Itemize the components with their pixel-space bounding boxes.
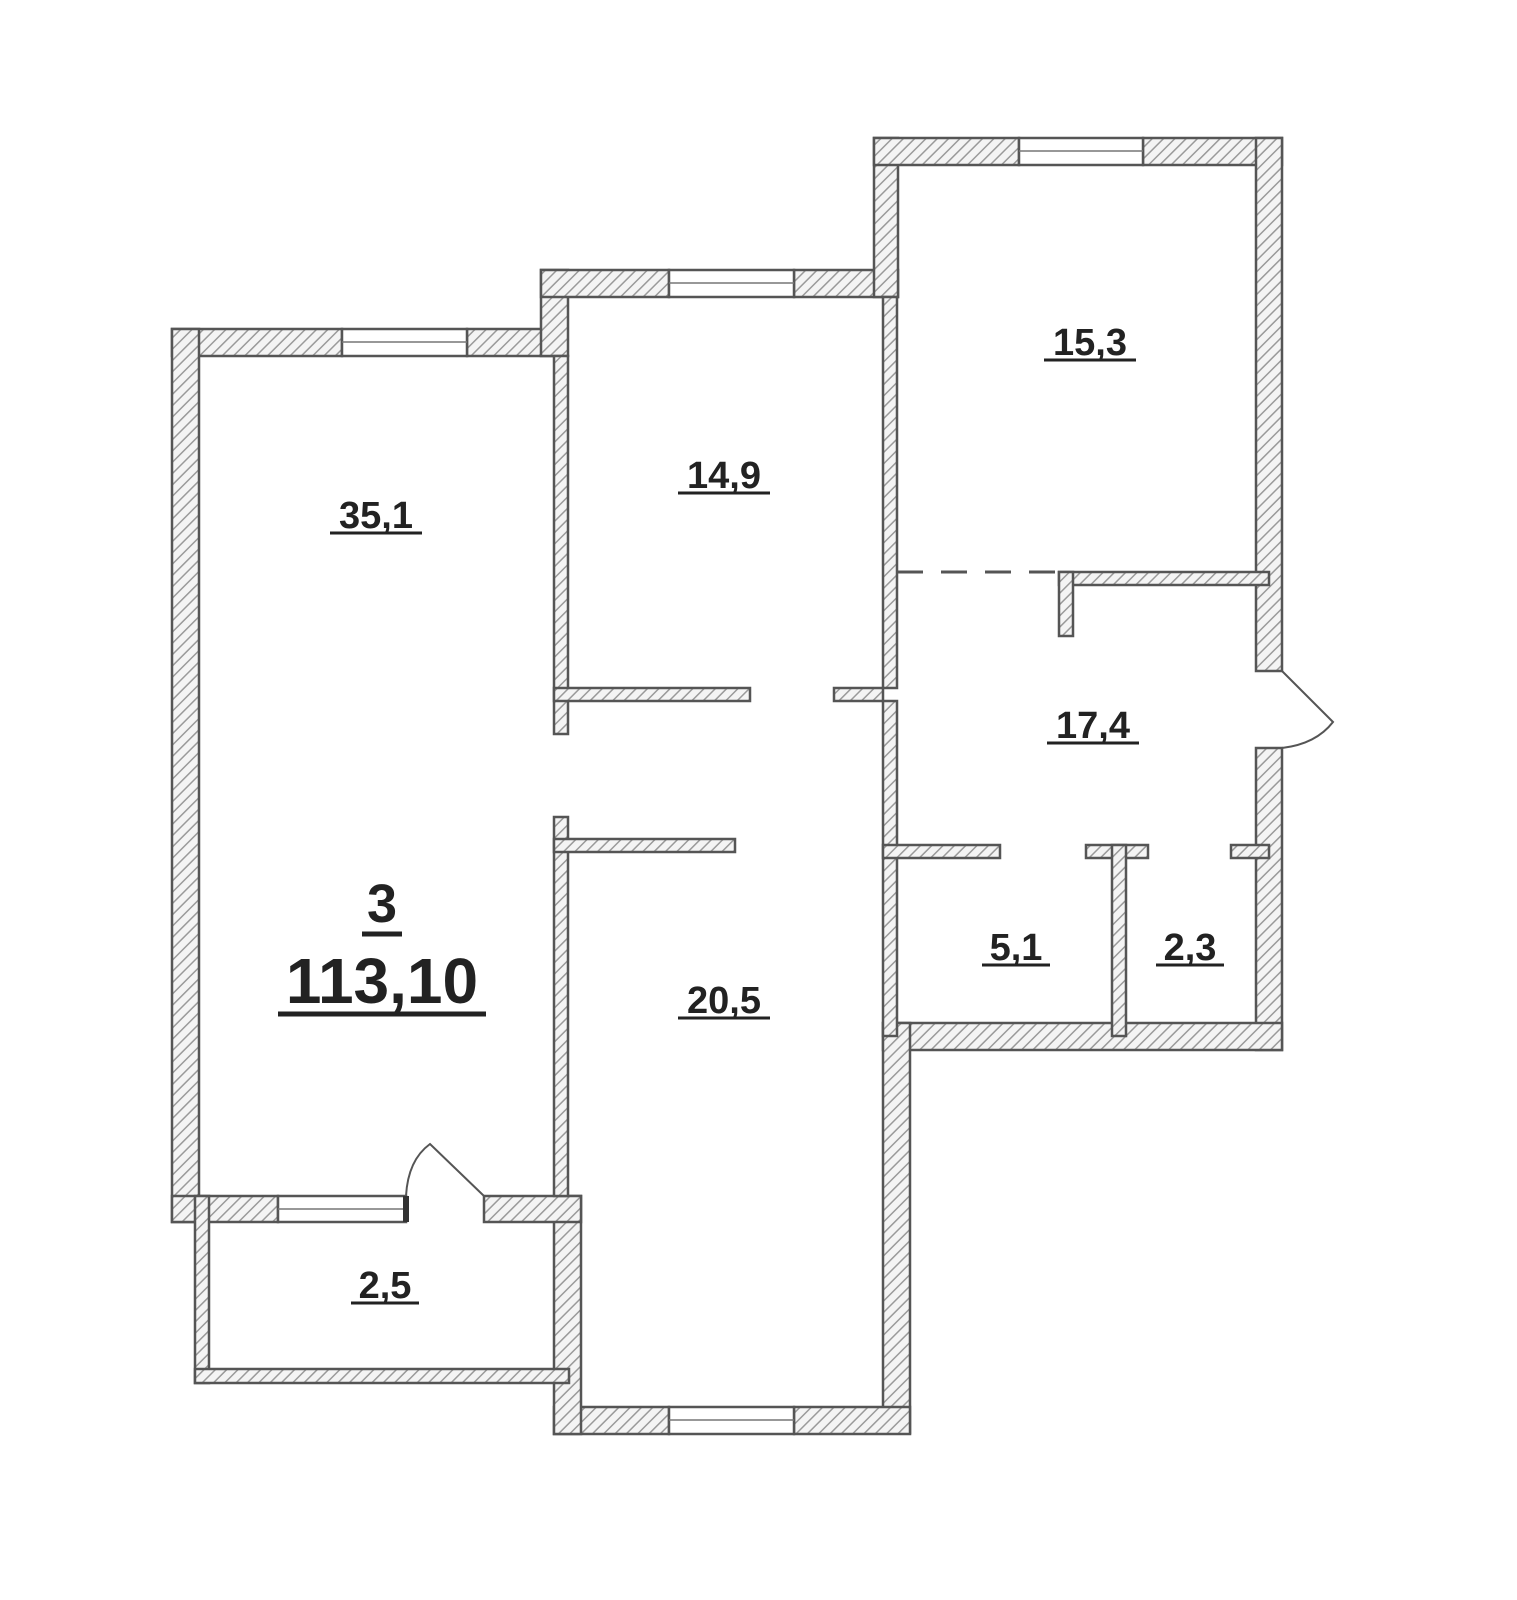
wall-kitchen-top: [552, 837, 737, 854]
wall-balcony-top-b: [482, 1194, 583, 1224]
room-area-bedroom-right: 15,3: [1053, 322, 1127, 364]
room-area-kitchen: 20,5: [687, 980, 761, 1022]
wall-middle-right-lower: [881, 699, 899, 1038]
window-bedroom-right: [1017, 136, 1145, 167]
wall-left-outer: [170, 327, 201, 1224]
entrance-door: [1281, 670, 1335, 749]
wall-living-bedroom: [552, 354, 570, 736]
wall-balcony-top-a: [170, 1194, 280, 1224]
window-kitchen: [667, 1405, 796, 1436]
apartment-summary: 3 113,10: [278, 874, 486, 1017]
wall-right-outer-b: [1254, 746, 1284, 1052]
wall-bedroom-hall: [1057, 570, 1271, 587]
wall-hall-bottom-a: [881, 843, 1002, 860]
room-area-hall: 17,4: [1056, 705, 1130, 747]
balcony-door: [403, 1142, 485, 1222]
apartment-rooms-count: 3: [367, 874, 397, 934]
wall-right-top-a: [872, 136, 1021, 167]
wall-bedroom-bottom: [552, 686, 752, 703]
wall-right-outer-a: [1254, 136, 1284, 673]
interior-walls: [552, 295, 1271, 1198]
window-living: [340, 327, 469, 358]
room-area-bedroom-middle: 14,9: [687, 455, 761, 497]
doors: [403, 670, 1335, 1222]
wall-kitchen-right: [881, 1021, 912, 1435]
wall-bath-toilet: [1110, 843, 1128, 1038]
wall-middle-right-upper: [881, 295, 899, 690]
wall-right-bottom: [881, 1021, 1284, 1052]
wall-balcony-bottom: [193, 1367, 571, 1385]
room-area-living: 35,1: [339, 495, 413, 537]
wall-bedroom-bottom-stub: [832, 686, 885, 703]
room-area-toilet: 2,3: [1164, 927, 1217, 969]
windows: [276, 136, 1145, 1436]
room-labels: 35,1 14,9 15,3 17,4 20,5 5,1 2,3 2,5: [330, 322, 1224, 1307]
wall-middle-top-a: [539, 268, 671, 299]
wall-bedroom-hall-stub: [1057, 570, 1075, 638]
wall-hall-bottom-c: [1229, 843, 1271, 860]
wall-balcony-left: [193, 1194, 211, 1385]
wall-kitchen-bottom-b: [792, 1405, 912, 1436]
room-area-bathroom: 5,1: [990, 927, 1043, 969]
apartment-total-area: 113,10: [286, 945, 478, 1017]
window-bedroom-middle: [667, 268, 796, 299]
wall-kitchen-left-lower: [552, 1194, 583, 1436]
window-balcony: [276, 1194, 408, 1224]
room-area-balcony: 2,5: [359, 1265, 412, 1307]
wall-living-kitchen: [552, 815, 570, 1198]
